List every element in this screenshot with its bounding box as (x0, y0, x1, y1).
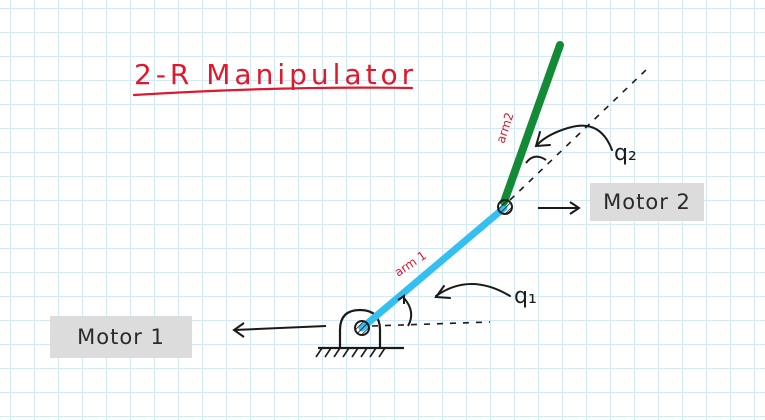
q1-arc-arrowhead (397, 294, 405, 304)
motor1-arrowhead (232, 322, 245, 338)
q1-pointer-arrow (435, 283, 511, 297)
title-underline (132, 86, 414, 97)
q2-pointer-arrowhead (534, 131, 551, 148)
q1-label: q₁ (514, 284, 537, 309)
ground-base (315, 346, 404, 358)
arm1-link (358, 204, 508, 332)
q2-angle-arc (525, 155, 547, 164)
motor2-label: Motor 2 (590, 183, 704, 221)
q1-reference-line (371, 321, 491, 327)
diagram-title: 2-R Manipulator (134, 58, 417, 91)
joint-1 (354, 320, 370, 336)
q2-label: q₂ (614, 141, 637, 166)
q2-reference-line (509, 69, 647, 201)
arm2-link (500, 41, 564, 206)
arm2-label: arm2 (494, 111, 517, 145)
motor2-arrowhead (569, 201, 581, 215)
pivot-support (338, 308, 382, 348)
q1-pointer-arrowhead (434, 285, 451, 299)
joint-2 (497, 199, 513, 215)
q2-pointer-arrow (537, 124, 613, 151)
motor1-label: Motor 1 (50, 316, 192, 358)
motor1-arrow-line (233, 325, 327, 331)
q1-angle-arc (403, 297, 413, 327)
